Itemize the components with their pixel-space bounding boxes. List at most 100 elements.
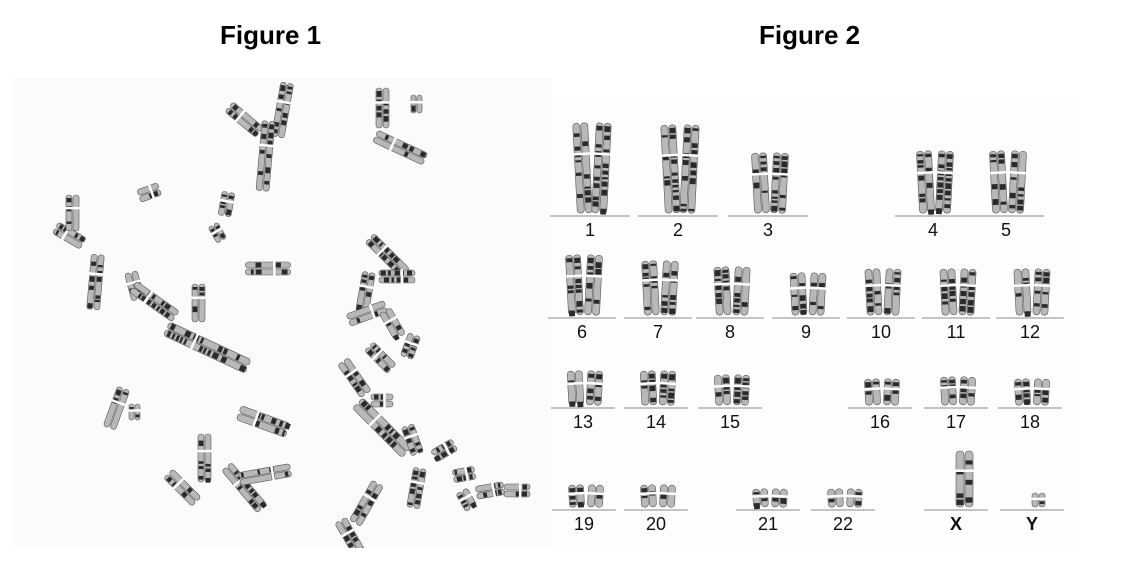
chromosome-21-a	[751, 488, 769, 510]
spread-chromosome	[350, 480, 383, 526]
spread-chromosome	[365, 342, 396, 373]
karyotype-item: 21	[736, 488, 800, 534]
spread-chromosome	[65, 194, 80, 232]
spread-chromosome	[245, 261, 291, 276]
spread-chromosome	[236, 406, 291, 437]
chromosome-17-a	[939, 376, 957, 406]
chromosome-19-a	[567, 484, 585, 508]
chromosome-label: 9	[801, 322, 811, 342]
spread-chromosome	[406, 467, 427, 509]
chromosome-13-b	[585, 370, 604, 406]
spread-chromosome	[355, 271, 376, 313]
spread-chromosome	[380, 308, 405, 341]
karyotype-item: 16	[848, 378, 912, 432]
spread-chromosome	[503, 483, 531, 498]
chromosome-7-a	[641, 260, 660, 316]
chromosome-label: 13	[573, 412, 593, 432]
spread-chromosome	[365, 234, 409, 278]
karyotype-item: 5	[968, 150, 1044, 240]
chromosome-2-a	[660, 124, 681, 214]
karyotype-item: 22	[811, 488, 875, 534]
spread-chromosome	[456, 488, 478, 511]
spread-chromosome	[137, 183, 162, 202]
chromosome-label: 21	[758, 514, 778, 534]
chromosome-18-a	[1013, 378, 1031, 406]
chromosome-17-b	[959, 376, 977, 406]
chromosome-Y	[1031, 492, 1046, 508]
chromosome-7-b	[660, 260, 679, 316]
chromosome-15-a	[713, 374, 731, 406]
chromosome-16-b	[883, 378, 901, 406]
chromosome-5-b	[1008, 150, 1027, 214]
chromosome-1-a	[572, 122, 593, 214]
spread-chromosome	[373, 130, 428, 165]
karyotype-item: 3	[728, 152, 808, 240]
karyotype-item: 4	[895, 150, 971, 240]
spread-chromosome	[338, 358, 371, 398]
chromosome-16-a	[863, 378, 881, 406]
chromosome-3-a	[751, 152, 770, 214]
chromosome-20-b	[659, 484, 677, 508]
chromosome-8-b	[732, 266, 751, 316]
spread-chromosome	[353, 398, 412, 457]
chromosome-label: 15	[720, 412, 740, 432]
chromosome-label: X	[950, 514, 962, 534]
chromosome-label: 19	[574, 514, 594, 534]
karyotype-item: 9	[772, 272, 840, 342]
chromosome-label: 14	[646, 412, 666, 432]
chromosome-6-a	[565, 254, 584, 317]
spread-chromosome	[86, 254, 105, 311]
chromosome-label: 18	[1020, 412, 1040, 432]
chromosome-2-b	[679, 124, 700, 214]
spread-chromosome	[400, 333, 421, 360]
karyotype-item: 1	[550, 122, 630, 240]
spread-chromosome	[255, 120, 276, 192]
chromosome-3-b	[770, 152, 789, 214]
spread-chromosome	[475, 481, 505, 500]
karyotype-item: 15	[698, 374, 762, 432]
figure-2-title: Figure 2	[759, 20, 861, 50]
karyotype-item: 17	[924, 376, 988, 432]
chromosome-12-a	[1013, 268, 1032, 317]
chromosome-label: 5	[1001, 220, 1011, 240]
chromosome-label: 17	[946, 412, 966, 432]
chromosome-label: 20	[646, 514, 666, 534]
spread-chromosome	[370, 393, 394, 408]
metaphase-spread-image	[12, 78, 552, 558]
chromosome-15-b	[733, 374, 751, 406]
chromosome-21-b	[771, 488, 789, 508]
chromosome-13-a	[566, 370, 585, 408]
spread-chromosome	[452, 466, 476, 483]
spread-chromosome	[401, 423, 424, 456]
figure-1-title: Figure 1	[220, 20, 322, 50]
metaphase-spread-svg	[52, 82, 531, 558]
karyotype-item: 6	[548, 254, 616, 342]
chromosome-label: Y	[1026, 514, 1038, 534]
karyotype-item: 8	[696, 266, 764, 342]
spread-chromosome	[410, 94, 423, 114]
chromosome-label: 12	[1020, 322, 1040, 342]
chromosome-22-b	[846, 488, 864, 508]
chromosome-10-a	[864, 268, 883, 316]
chromosome-8-a	[713, 266, 732, 316]
spread-chromosome	[191, 283, 206, 323]
spread-chromosome	[378, 269, 416, 284]
karyotype-item: X	[924, 450, 988, 534]
karyotype-item: 13	[551, 370, 615, 432]
chromosome-1-b	[591, 122, 612, 215]
chromosome-20-a	[639, 484, 657, 508]
karyotype-item: 10	[847, 268, 915, 342]
karyotype-item: 20	[624, 484, 688, 534]
karyotype-item: 18	[998, 378, 1062, 432]
chromosome-11-a	[939, 268, 958, 316]
chromosome-label: 4	[928, 220, 938, 240]
chromosome-9-a	[789, 272, 808, 316]
chromosome-11-b	[958, 268, 977, 316]
karyotype-item: Y	[1000, 492, 1064, 534]
spread-chromosome	[164, 469, 201, 506]
karyotype-item: 2	[638, 124, 718, 240]
karyotype-item: 11	[922, 268, 990, 342]
spread-chromosome	[238, 463, 292, 486]
spread-chromosome	[271, 82, 294, 139]
